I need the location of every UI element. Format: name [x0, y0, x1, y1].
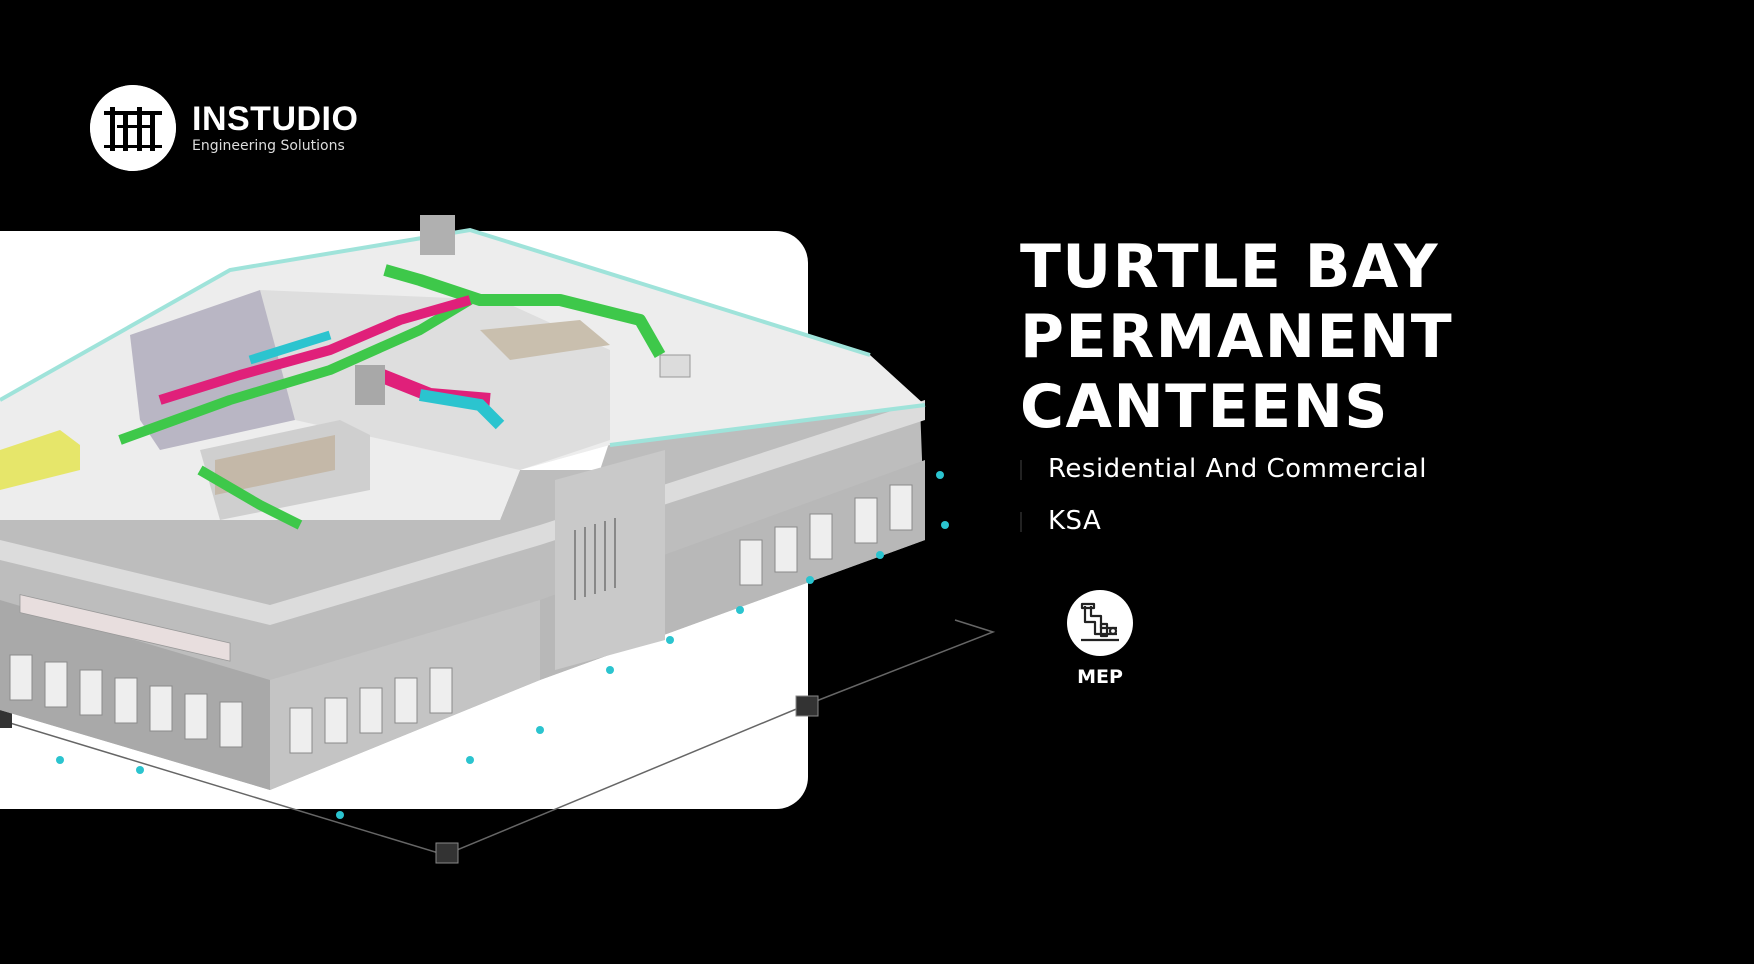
title-line: CANTEENS — [1020, 372, 1390, 442]
brand-name: INSTUDIO — [192, 100, 359, 138]
brand-text: INSTUDIO Engineering Solutions — [192, 101, 358, 155]
title-line: PERMANENT — [1020, 302, 1454, 372]
building-model-image — [0, 215, 996, 864]
mep-pipes-icon — [1067, 590, 1133, 656]
brand-logo[interactable]: INSTUDIO Engineering Solutions — [90, 85, 358, 171]
instudio-logo-icon — [90, 85, 176, 171]
project-category: Residential And Commercial — [1020, 452, 1620, 504]
project-info: Residential And Commercial KSA — [1020, 452, 1620, 556]
project-location: KSA — [1020, 504, 1620, 556]
brand-tagline: Engineering Solutions — [192, 138, 345, 154]
service-label: MEP — [1077, 666, 1123, 688]
title-line: TURTLE BAY — [1020, 232, 1440, 302]
service-badge[interactable]: MEP — [1066, 590, 1134, 688]
project-title: TURTLE BAY PERMANENT CANTEENS — [1020, 232, 1700, 442]
